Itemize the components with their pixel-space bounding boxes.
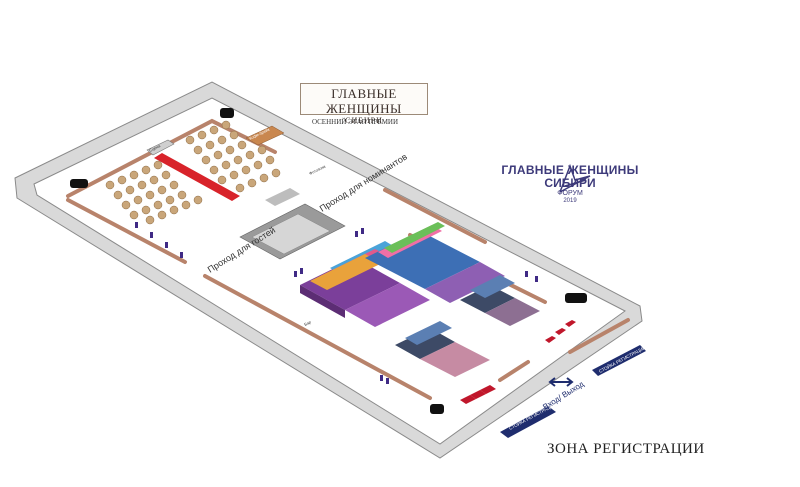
forum-logo-year: 2019	[563, 198, 577, 204]
brand-logo: ГЛАВНЫЕ ЖЕНЩИНЫ СИБИРИ	[300, 83, 428, 125]
arrow-left-right-icon	[548, 377, 574, 387]
forum-logo-line3: ФОРУМ	[557, 190, 583, 197]
brand-logo-line1: ГЛАВНЫЕ ЖЕНЩИНЫ	[326, 86, 402, 116]
stage	[146, 125, 285, 156]
car-icon	[70, 108, 587, 414]
forum-logo: ГЛАВНЫЕ ЖЕНЩИНЫ СИБИРИ ФОРУМ 2019	[500, 164, 640, 205]
bar2-label: Бар	[303, 319, 312, 327]
star-logo-icon	[559, 163, 591, 193]
registration-zone-title: ЗОНА РЕГИСТРАЦИИ	[547, 441, 705, 457]
forum-logo-line2: СИБИРИ	[544, 176, 596, 190]
booth-blocks	[395, 275, 540, 377]
central-platform	[239, 188, 346, 260]
gift-icon	[460, 320, 576, 404]
booth-cluster-right	[365, 222, 505, 303]
brand-subtitle: ОСЕННИЙ ЭТАП ПРЕМИИ	[312, 118, 399, 126]
flag-icon	[135, 222, 538, 384]
forum-logo-line1: ГЛАВНЫЕ ЖЕНЩИНЫ	[501, 163, 639, 177]
reg-stand-label-2: СТОЙКА РЕГИСТРАЦИИ	[597, 343, 646, 374]
guest-tables	[105, 120, 281, 225]
stage-label: Сцена	[148, 143, 161, 153]
brand-logo-line2: СИБИРИ	[345, 116, 383, 125]
red-carpet	[154, 153, 240, 201]
